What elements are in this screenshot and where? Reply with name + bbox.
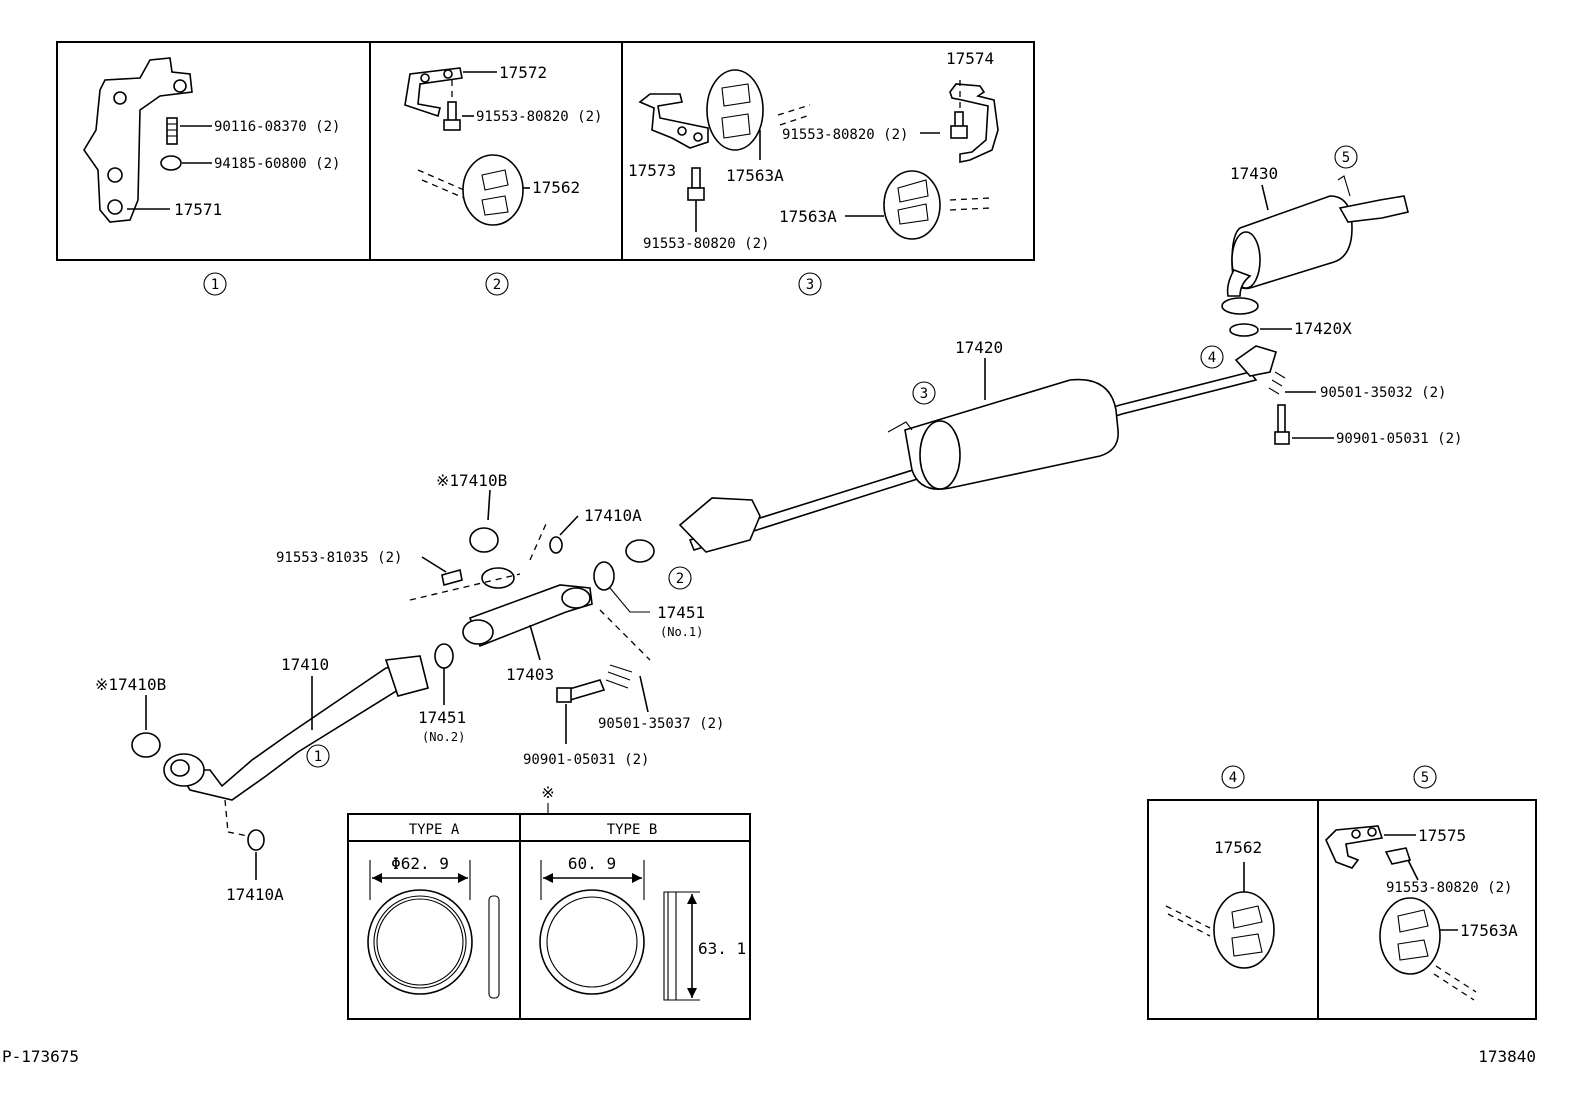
tail-muffler-assembly: 17430 17420X 5 xyxy=(1221,145,1409,338)
label-17410B-left: ※17410B xyxy=(95,675,166,694)
hanger-17563A-inset5 xyxy=(1379,897,1441,975)
hanger-17562-inset4 xyxy=(1213,891,1275,969)
table-note-mark: ※ xyxy=(541,783,554,802)
center-muffler-assembly: 17420 3 4 90501-35032 (2) 90901-05031 (2… xyxy=(688,338,1462,551)
gasket-17451-no2 xyxy=(434,643,454,669)
label-17562-b: 17562 xyxy=(1214,838,1262,857)
label-90501-35032: 90501-35032 (2) xyxy=(1320,385,1446,401)
bracket-17572 xyxy=(404,67,463,118)
label-17403: 17403 xyxy=(506,665,554,684)
label-17430: 17430 xyxy=(1230,164,1278,183)
gasket-17410B-left xyxy=(131,732,161,758)
hanger-17562 xyxy=(462,154,524,226)
table-frame xyxy=(347,813,751,1020)
label-17563A-c: 17563A xyxy=(1460,921,1518,940)
label-90901-05031-front: 90901-05031 (2) xyxy=(523,752,649,768)
label-90116-08370: 90116-08370 (2) xyxy=(214,119,340,135)
inset-callouts: 1 2 3 xyxy=(203,272,822,296)
label-17410: 17410 xyxy=(281,655,329,674)
footer-left-code: P-173675 xyxy=(2,1047,79,1066)
callout-4-main: 4 xyxy=(1208,350,1216,366)
label-17420: 17420 xyxy=(955,338,1003,357)
inset-2: 17572 91553-80820 (2) 17562 xyxy=(404,63,602,226)
label-17410A-top: 17410A xyxy=(584,506,642,525)
label-17451-no1: 17451 xyxy=(657,603,705,622)
bracket-17575 xyxy=(1325,825,1384,869)
inset-1: 90116-08370 (2) 94185-60800 (2) 17571 xyxy=(83,57,340,223)
bracket-17574 xyxy=(949,83,999,163)
flange-rear xyxy=(1234,345,1277,377)
label-no1: (No.1) xyxy=(660,625,703,639)
label-17575: 17575 xyxy=(1418,826,1466,845)
nut-icon xyxy=(160,155,182,171)
label-17410B-top: ※17410B xyxy=(436,471,507,490)
label-17572: 17572 xyxy=(499,63,547,82)
label-17571: 17571 xyxy=(174,200,222,219)
bottom-inset-panels: 4 5 xyxy=(1147,765,1537,1020)
flange-17451-no1 xyxy=(625,539,655,563)
label-91553-80820-d: 91553-80820 (2) xyxy=(1386,880,1512,896)
label-91553-81035: 91553-81035 (2) xyxy=(276,550,402,566)
label-17574: 17574 xyxy=(946,49,994,68)
gasket-type-a-ring xyxy=(367,889,473,995)
callout-5-inset: 5 xyxy=(1421,770,1429,786)
dim-type-b: 60. 9 xyxy=(568,854,616,873)
stud-bolt-icon xyxy=(166,117,178,145)
nut-17410A-bottom xyxy=(247,829,265,851)
inset-5: 17575 91553-80820 (2) 17563A xyxy=(1325,825,1518,1001)
catalytic-converter xyxy=(678,497,761,553)
type-a-header: TYPE A xyxy=(409,822,460,838)
hanger-17563A-upper xyxy=(706,69,764,151)
gasket-17420X xyxy=(1229,323,1259,337)
gasket-17410B-top xyxy=(469,527,499,553)
label-91553-80820-b: 91553-80820 (2) xyxy=(782,127,908,143)
callout-4-inset: 4 xyxy=(1229,770,1237,786)
dim-type-a: Φ62. 9 xyxy=(391,854,449,873)
gasket-type-b-profile xyxy=(663,891,677,1001)
top-inset-frame xyxy=(56,41,1035,261)
gasket-type-b-ring xyxy=(539,889,645,995)
top-inset-panels xyxy=(56,41,1035,261)
label-no2: (No.2) xyxy=(422,730,465,744)
hanger-17563A-lower xyxy=(883,170,941,240)
label-17563A-a: 17563A xyxy=(726,166,784,185)
bracket-17573 xyxy=(638,93,709,149)
inset-3: 17574 91553-80820 (2) 17573 17563A 17563… xyxy=(628,49,999,252)
label-91553-80820-a: 91553-80820 (2) xyxy=(476,109,602,125)
gasket-type-table: ※ TYPE A TYPE B Φ62. 9 60. 9 63. 1 xyxy=(347,783,751,1020)
label-17573: 17573 xyxy=(628,161,676,180)
label-94185-60800: 94185-60800 (2) xyxy=(214,156,340,172)
label-17420X: 17420X xyxy=(1294,319,1352,338)
footer: P-173675 173840 xyxy=(2,1047,1536,1066)
callout-3-main: 3 xyxy=(920,386,928,402)
inset-4: 17562 xyxy=(1165,838,1275,969)
label-91553-80820-c: 91553-80820 (2) xyxy=(643,236,769,252)
footer-right-code: 173840 xyxy=(1478,1047,1536,1066)
bottom-inset-frame xyxy=(1147,799,1537,1020)
callout-2-main: 2 xyxy=(676,571,684,587)
label-90901-05031-tail: 90901-05031 (2) xyxy=(1336,431,1462,447)
exhaust-pipe-assembly: 17410 ※17410B 17451 (No.2) 17410A 1 xyxy=(95,643,466,904)
exhaust-pipe-17410 xyxy=(176,663,426,801)
label-17410A-bottom: 17410A xyxy=(226,885,284,904)
label-17451-no2: 17451 xyxy=(418,708,466,727)
catalyst-assembly: 17451 (No.1) 2 17403 ※17410B 17410A 9155… xyxy=(276,471,761,768)
dim-height: 63. 1 xyxy=(698,939,746,958)
callout-5-tail: 5 xyxy=(1342,150,1350,166)
callout-1-top: 1 xyxy=(211,277,219,293)
label-17562-a: 17562 xyxy=(532,178,580,197)
spring-front-icon xyxy=(605,664,633,689)
spring-icon xyxy=(1268,371,1286,395)
callout-3-top: 3 xyxy=(806,277,814,293)
nut-17410A-top xyxy=(549,536,563,554)
label-90501-35037: 90501-35037 (2) xyxy=(598,716,724,732)
callout-1-main: 1 xyxy=(314,749,322,765)
callout-2-top: 2 xyxy=(493,277,501,293)
label-17563A-b: 17563A xyxy=(779,207,837,226)
gasket-type-a-profile xyxy=(488,895,500,999)
type-b-header: TYPE B xyxy=(607,822,658,838)
